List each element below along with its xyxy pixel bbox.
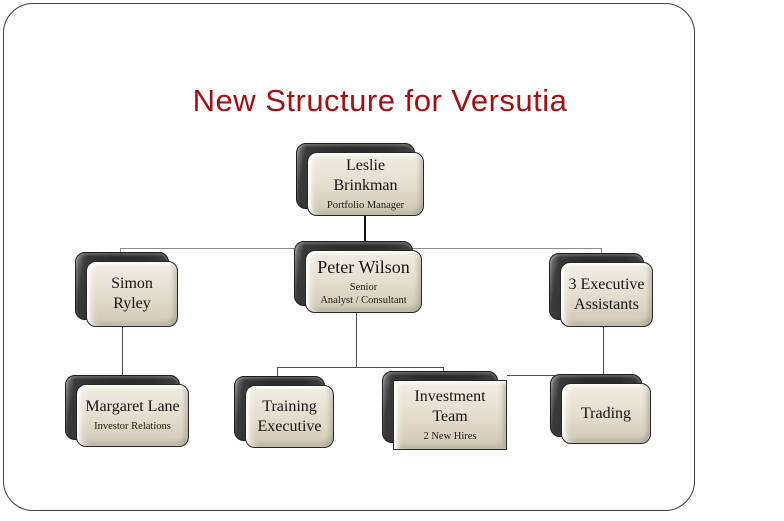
node-card: Leslie Brinkman Portfolio Manager xyxy=(307,152,424,216)
node-role: Investor Relations xyxy=(94,421,171,433)
slide-title[interactable]: New Structure for Versutia xyxy=(192,83,568,118)
node-card: Simon Ryley xyxy=(86,261,178,327)
node-card: Margaret Lane Investor Relations xyxy=(76,384,189,447)
connector-assistants-trading xyxy=(603,326,604,380)
node-name: Trading xyxy=(580,404,632,422)
node-card: 3 Executive Assistants xyxy=(560,262,653,327)
org-node-executive-assistants[interactable]: 3 Executive Assistants xyxy=(549,253,653,327)
connector-investment-trading xyxy=(507,375,556,376)
node-card: Peter Wilson Senior Analyst / Consultant xyxy=(305,250,422,313)
node-name: Investment Team xyxy=(414,387,486,425)
org-node-training-executive[interactable]: Training Executive xyxy=(234,376,334,448)
connector-simon-margaret xyxy=(122,327,123,380)
node-name: Peter Wilson xyxy=(317,256,410,277)
node-role: Senior Analyst / Consultant xyxy=(320,282,407,307)
org-node-trading[interactable]: Trading xyxy=(550,374,651,444)
connector-peter-vertical xyxy=(356,313,357,368)
node-name: Margaret Lane xyxy=(85,398,180,416)
node-card: Training Executive xyxy=(245,385,334,448)
org-node-simon-ryley[interactable]: Simon Ryley xyxy=(75,252,178,327)
connector-drop-training xyxy=(277,367,278,379)
node-name: Training Executive xyxy=(257,397,322,435)
node-card: Trading xyxy=(561,383,651,444)
node-role: 2 New Hires xyxy=(423,430,477,442)
org-node-investment-team[interactable]: Investment Team 2 New Hires xyxy=(382,371,507,450)
connector-peter-children-horizontal xyxy=(277,367,444,368)
slide-border-frame xyxy=(3,3,695,511)
node-name: Simon Ryley xyxy=(111,275,153,312)
org-node-margaret-lane[interactable]: Margaret Lane Investor Relations xyxy=(65,375,189,447)
node-name: Leslie Brinkman xyxy=(333,156,398,194)
connector-leslie-peter xyxy=(364,216,366,246)
node-role: Portfolio Manager xyxy=(326,199,405,211)
node-card: Investment Team 2 New Hires xyxy=(393,380,507,450)
org-node-leslie-brinkman[interactable]: Leslie Brinkman Portfolio Manager xyxy=(296,143,424,216)
org-node-peter-wilson[interactable]: Peter Wilson Senior Analyst / Consultant xyxy=(294,241,422,313)
node-name: 3 Executive Assistants xyxy=(568,275,645,313)
